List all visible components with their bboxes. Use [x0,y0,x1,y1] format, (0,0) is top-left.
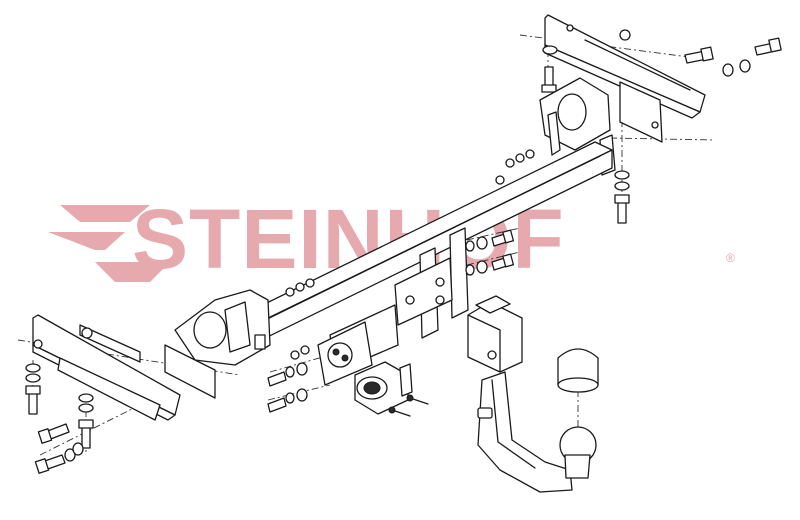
washer-icon [285,366,295,378]
watermark-registered-mark: ® [726,251,735,265]
main-cross-beam [227,141,613,360]
electrical-socket [354,361,429,417]
bolt-icon [491,229,515,247]
washer-icon [78,393,94,403]
washer-icon [465,264,475,276]
screw-icon [406,394,429,405]
beam-rivets [285,149,535,360]
washer-icon [25,363,41,373]
bolt-icon [614,194,630,224]
left-mounting-plate [174,289,271,366]
right-bracket-bolt-set [541,37,782,224]
bolt-icon [267,371,287,387]
tow-ball-arm [477,371,597,493]
ball-mount-housing [467,295,523,373]
nut-icon [614,181,630,191]
bolt-icon [267,397,287,413]
bolt-icon [34,454,66,474]
tow-ball-cap [557,348,599,393]
bolt-icon [25,385,41,415]
nut-icon [476,260,488,274]
bolt-icon [78,419,94,449]
electrical-socket-plate [317,321,373,386]
screw-icon [388,406,411,417]
nut-icon [25,373,41,383]
washer-icon [72,442,84,456]
left-side-bracket [32,314,216,421]
bolt-icon [37,423,70,444]
washer-icon [722,63,734,77]
receiver-bolt-set [267,229,515,413]
bolt-icon [491,253,515,271]
washer-icon [465,240,475,252]
bolt-icon [541,66,557,93]
washer-icon [739,59,751,73]
nut-icon [296,362,308,376]
washer-icon [285,392,295,404]
nut-icon [476,236,488,250]
nut-icon [296,388,308,402]
washer-icon [614,170,630,180]
steinhof-logo-swoosh [48,205,170,282]
bolt-icon [684,46,714,64]
nut-icon [78,403,94,413]
nut-icon [542,45,558,55]
washer-icon [64,448,76,462]
right-side-bracket [544,14,706,143]
bolt-icon [754,37,782,56]
left-bracket-bolt-set [25,363,94,474]
